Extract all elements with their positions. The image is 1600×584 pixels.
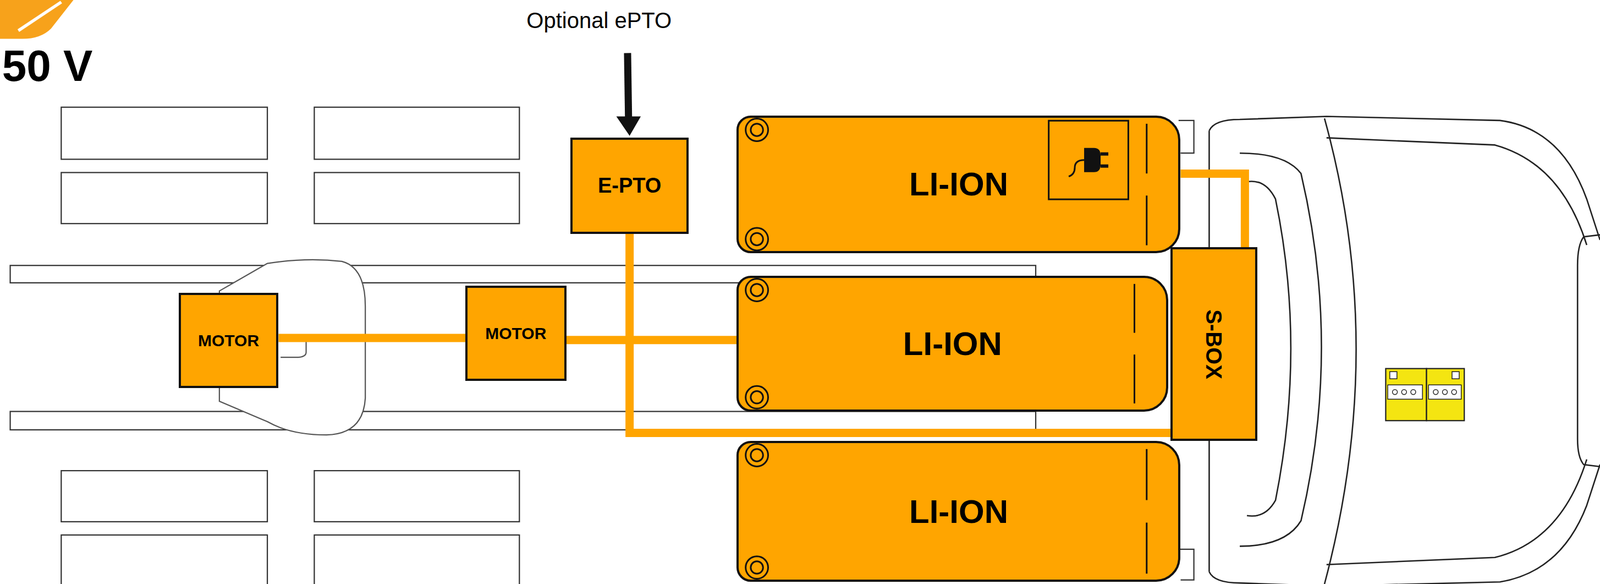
node-label: E-PTO xyxy=(597,173,662,198)
mount-tab xyxy=(745,227,769,251)
cab-outline xyxy=(1208,116,1600,584)
node-label: S-BOX xyxy=(1201,309,1226,379)
chassis-rail xyxy=(10,411,1037,430)
mount-tab xyxy=(745,278,769,301)
mount-tab xyxy=(745,443,769,467)
mount-tab xyxy=(745,118,769,141)
epto-box: E-PTO xyxy=(570,137,689,234)
pack-seam xyxy=(1146,123,1148,173)
node-label: LI-ION xyxy=(903,324,1003,363)
mount-hole xyxy=(750,448,763,461)
tyres xyxy=(61,107,520,584)
badge-corner xyxy=(0,0,74,39)
charge-port-frame xyxy=(1048,120,1129,200)
power-cable xyxy=(629,233,1171,433)
mount-hole xyxy=(750,123,763,136)
motor-box: MOTOR xyxy=(465,285,567,381)
switch-box: S-BOX xyxy=(1170,246,1258,441)
mount-hole xyxy=(750,561,763,574)
voltage-label: 50 V xyxy=(2,40,93,92)
power-cable xyxy=(278,333,466,343)
mount-hole xyxy=(750,390,763,403)
callout-label: Optional ePTO xyxy=(526,8,672,34)
pack-seam xyxy=(1146,448,1148,500)
node-label: MOTOR xyxy=(198,331,260,350)
node-label: MOTOR xyxy=(485,323,547,343)
pack-seam xyxy=(1146,195,1148,245)
charge-plug-icon xyxy=(1069,147,1109,177)
motor-box: MOTOR xyxy=(178,292,279,388)
power-cable xyxy=(566,335,738,344)
mount-hole xyxy=(750,232,763,245)
battery-pack: LI-ION xyxy=(736,275,1169,412)
pack-seam xyxy=(1134,283,1136,333)
mount-tab xyxy=(745,556,769,579)
badge-check xyxy=(18,2,62,31)
battery-pack: LI-ION xyxy=(736,115,1181,254)
power-cable xyxy=(1180,173,1245,247)
low-voltage-battery-icon xyxy=(1385,368,1465,421)
mount-tab xyxy=(745,385,769,409)
pointer-arrow xyxy=(616,52,642,136)
node-label: LI-ION xyxy=(909,492,1009,531)
pack-seam xyxy=(1146,522,1148,574)
node-label: LI-ION xyxy=(909,165,1009,203)
mount-hole xyxy=(750,283,763,296)
battery-pack: LI-ION xyxy=(736,440,1181,582)
pack-seam xyxy=(1134,354,1136,404)
